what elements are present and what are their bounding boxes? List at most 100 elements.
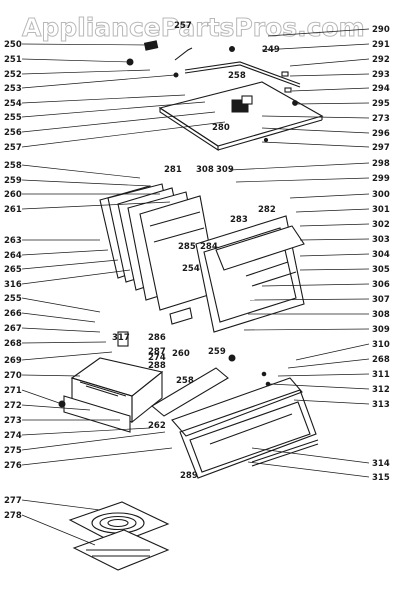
callout-right: 308 <box>372 310 390 320</box>
leader-line <box>21 164 141 179</box>
callout-inner: 260 <box>172 349 190 359</box>
leader-line <box>293 399 370 405</box>
callout-right: 314 <box>372 459 390 469</box>
callout-left: 255 <box>4 113 22 123</box>
leader-line <box>299 268 370 271</box>
leader-line <box>243 328 370 331</box>
leader-line <box>247 461 370 478</box>
callout-right: 310 <box>372 340 390 350</box>
callout-left: 266 <box>4 309 22 319</box>
callout-right: 313 <box>372 400 390 410</box>
callouts-right: 290 291 292 293 294 295 273 296 297 298 … <box>372 25 390 483</box>
leader-line <box>21 327 101 333</box>
leader-line <box>295 343 370 361</box>
callout-inner: 285 <box>178 242 196 252</box>
leader-line <box>21 514 96 546</box>
callout-right: 304 <box>372 250 390 260</box>
leader-line <box>21 447 173 466</box>
callout-right: 295 <box>372 99 390 109</box>
callout-left: 254 <box>4 99 22 109</box>
callout-inner: 258 <box>228 71 246 81</box>
callout-left: 252 <box>4 70 22 80</box>
callout-right: 305 <box>372 265 390 275</box>
callout-left: 269 <box>4 356 22 366</box>
callout-right: 293 <box>372 70 390 80</box>
callout-left: 255 <box>4 294 22 304</box>
leader-line <box>299 253 370 257</box>
callout-inner: 289 <box>180 471 198 481</box>
callout-right: 292 <box>372 55 390 65</box>
oven-door-outer-panel <box>169 215 305 333</box>
leader-line <box>299 238 370 241</box>
leader-line <box>21 69 151 75</box>
leader-line <box>235 177 370 183</box>
leader-line <box>21 259 119 270</box>
leader-line <box>261 141 370 148</box>
callout-inner: 288 <box>148 361 166 371</box>
oven-door-inner-panels <box>99 183 219 311</box>
callout-left: 256 <box>4 128 22 138</box>
callout-inner: 259 <box>208 347 226 357</box>
lower-door-assembly <box>151 354 319 479</box>
callout-inner: 282 <box>258 205 276 215</box>
watermark-text: AppliancePartsPros.com <box>22 13 365 42</box>
callout-left: 275 <box>4 446 22 456</box>
callout-inner: 309 <box>216 165 234 175</box>
callout-left: 316 <box>4 280 22 290</box>
callouts-inner: 257 249 258 280 281 308 309 283 282 285 … <box>112 21 280 481</box>
callout-inner: 254 <box>182 264 200 274</box>
callout-right: 291 <box>372 40 390 50</box>
callout-right: 301 <box>372 205 390 215</box>
callout-right: 298 <box>372 159 390 169</box>
leader-lines <box>21 28 370 546</box>
leader-line <box>295 102 370 105</box>
callout-left: 272 <box>4 401 22 411</box>
leader-line <box>261 283 370 287</box>
callout-inner: 283 <box>230 215 248 225</box>
callout-right: 297 <box>372 143 390 153</box>
callout-right: 302 <box>372 220 390 230</box>
callout-inner: 262 <box>148 421 166 431</box>
leader-line <box>21 249 109 256</box>
callout-right: 296 <box>372 129 390 139</box>
leader-line <box>251 447 370 464</box>
callout-left: 258 <box>4 161 22 171</box>
callout-left: 257 <box>4 143 22 153</box>
leader-line <box>21 499 101 511</box>
callout-right: 307 <box>372 295 390 305</box>
leader-line <box>21 101 206 118</box>
callout-inner: 317 <box>112 333 130 343</box>
callout-left: 253 <box>4 84 22 94</box>
callout-inner: 257 <box>174 21 192 31</box>
leader-line <box>261 115 370 119</box>
callout-left: 261 <box>4 205 22 215</box>
callout-left: 264 <box>4 251 22 261</box>
callout-right: 312 <box>372 385 390 395</box>
leader-line <box>21 297 101 313</box>
callout-right: 290 <box>372 25 390 35</box>
storage-drawer <box>58 331 164 433</box>
callout-left: 250 <box>4 40 22 50</box>
callout-right: 309 <box>372 325 390 335</box>
callout-right: 315 <box>372 473 390 483</box>
leader-line <box>269 383 370 390</box>
leader-line <box>21 312 96 323</box>
leader-line <box>277 373 370 377</box>
leader-line <box>21 121 226 148</box>
leader-line <box>249 298 370 301</box>
callout-right: 306 <box>372 280 390 290</box>
callout-left: 276 <box>4 461 22 471</box>
leader-line <box>21 74 176 89</box>
leader-line <box>229 162 370 171</box>
leader-line <box>21 374 81 377</box>
leader-line <box>21 404 91 411</box>
callout-right: 311 <box>372 370 390 380</box>
callout-inner: 286 <box>148 333 166 343</box>
callout-left: 260 <box>4 190 22 200</box>
leader-line <box>261 43 370 51</box>
callouts-left: 250 251 252 253 254 255 256 257 258 259 … <box>4 40 22 521</box>
leader-line <box>21 201 171 210</box>
leader-line <box>21 389 63 405</box>
callout-left: 265 <box>4 265 22 275</box>
